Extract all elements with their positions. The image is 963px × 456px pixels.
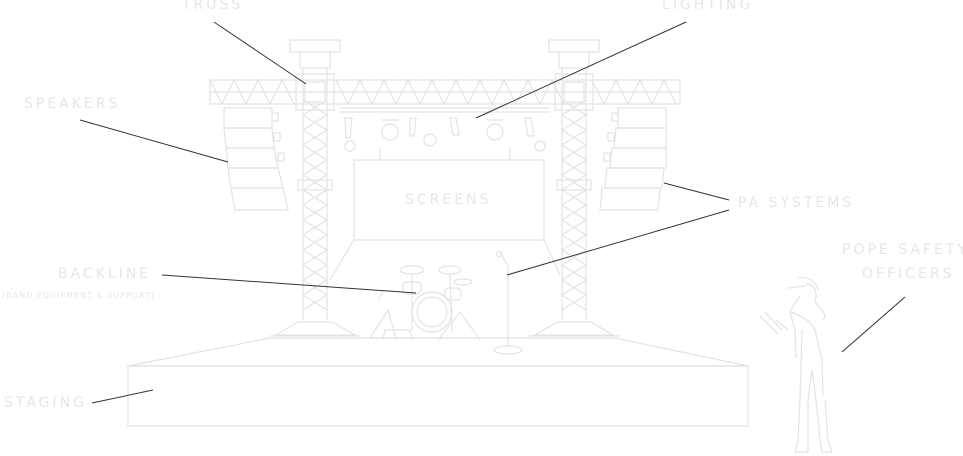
drum-kit — [369, 265, 481, 341]
label-truss: TRUSS — [182, 0, 244, 13]
safety-officer-figure — [759, 276, 833, 453]
right-speaker-array — [599, 107, 667, 211]
label-speakers: SPEAKERS — [24, 96, 121, 112]
label-screens: SCREENS — [405, 192, 492, 208]
label-pope-safety: POPE SAFETY — [842, 242, 963, 258]
projection-screen — [329, 159, 561, 281]
leader-lines — [79, 21, 906, 404]
staging-platform — [127, 337, 749, 427]
label-lighting: LIGHTING — [662, 0, 754, 13]
label-pa-systems: PA SYSTEMS — [738, 195, 855, 211]
label-backline-sub: (BAND EQUIPMENT & SUPPORT) — [2, 291, 156, 300]
label-backline: BACKLINE — [58, 266, 152, 282]
label-officers: OFFICERS — [862, 266, 955, 282]
left-speaker-array — [223, 107, 289, 211]
horizontal-truss — [209, 73, 681, 111]
label-staging: STAGING — [4, 395, 87, 411]
lighting-fixtures — [340, 107, 550, 160]
microphone-stand — [493, 250, 523, 355]
